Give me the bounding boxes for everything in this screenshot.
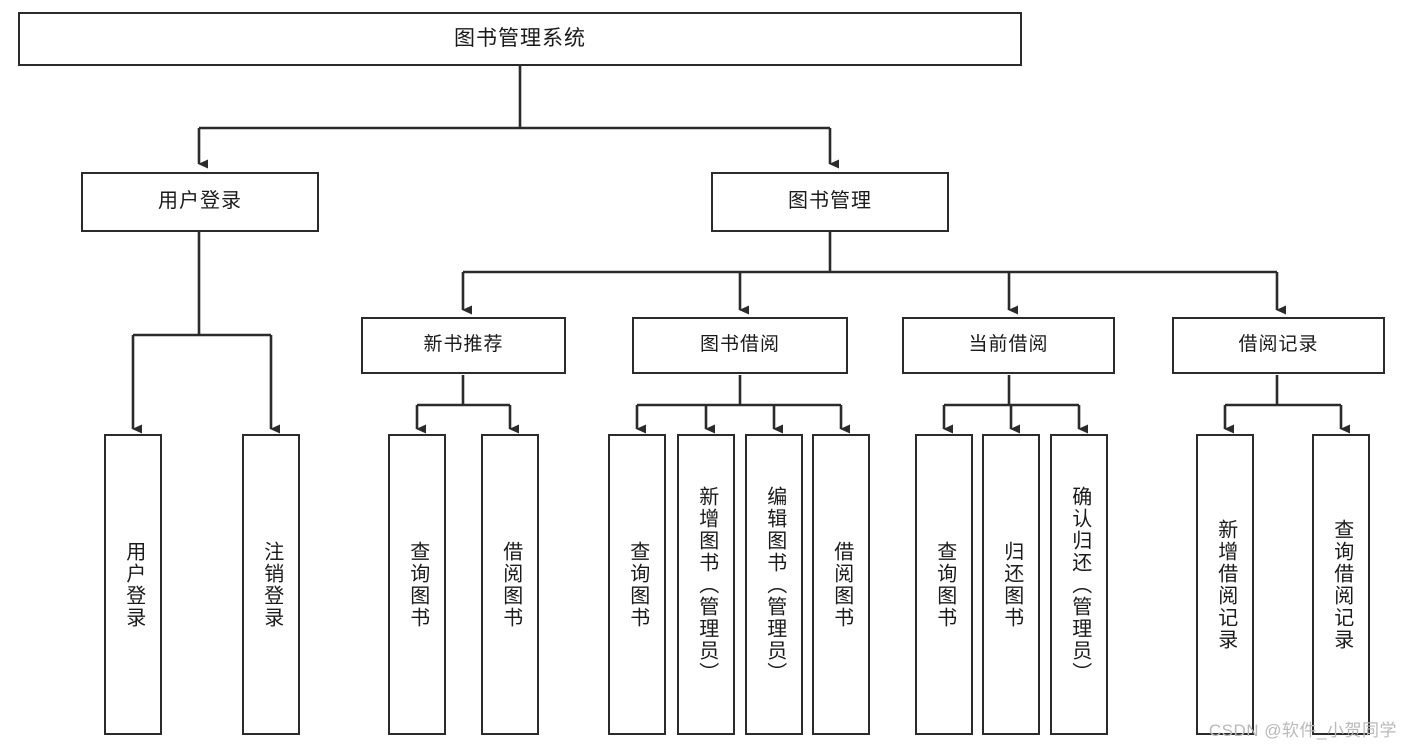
leaf-user-login-login[interactable]: 用户登录 [104, 434, 162, 735]
node-new-book-recommend-label: 新书推荐 [423, 334, 504, 356]
node-root-label: 图书管理系统 [454, 26, 586, 50]
leaf-record-add-record[interactable]: 新增借阅记录 [1196, 434, 1254, 735]
node-borrow-record[interactable]: 借阅记录 [1172, 317, 1385, 374]
leaf-user-login-logout-label: 注销登录 [260, 540, 283, 629]
leaf-current-confirm-return-label: 确认归还（管理员） [1068, 485, 1091, 684]
leaf-record-add-record-label: 新增借阅记录 [1214, 518, 1237, 651]
watermark-text: CSDN @软件_小贺同学 [1208, 721, 1397, 740]
leaf-current-confirm-return[interactable]: 确认归还（管理员） [1050, 434, 1108, 735]
leaf-borrow-query-book-label: 查询图书 [626, 540, 649, 629]
leaf-current-query-book[interactable]: 查询图书 [915, 434, 973, 735]
node-root[interactable]: 图书管理系统 [18, 12, 1022, 66]
leaf-recommend-query-book-label: 查询图书 [406, 540, 429, 629]
leaf-current-query-book-label: 查询图书 [933, 540, 956, 629]
leaf-current-return-book[interactable]: 归还图书 [982, 434, 1040, 735]
leaf-borrow-edit-book-label: 编辑图书（管理员） [763, 485, 786, 684]
leaf-current-return-book-label: 归还图书 [1000, 540, 1023, 629]
leaf-borrow-borrow-book[interactable]: 借阅图书 [812, 434, 870, 735]
node-current-borrow[interactable]: 当前借阅 [902, 317, 1115, 374]
leaf-borrow-edit-book[interactable]: 编辑图书（管理员） [745, 434, 803, 735]
leaf-recommend-borrow-book[interactable]: 借阅图书 [481, 434, 539, 735]
node-book-borrow[interactable]: 图书借阅 [632, 317, 848, 374]
node-book-borrow-label: 图书借阅 [699, 334, 780, 356]
node-borrow-record-label: 借阅记录 [1238, 334, 1319, 356]
leaf-user-login-login-label: 用户登录 [122, 540, 145, 629]
leaf-borrow-add-book[interactable]: 新增图书（管理员） [677, 434, 735, 735]
leaf-user-login-logout[interactable]: 注销登录 [242, 434, 300, 735]
leaf-recommend-borrow-book-label: 借阅图书 [499, 540, 522, 629]
leaf-record-query-record-label: 查询借阅记录 [1330, 518, 1353, 651]
node-user-login-label: 用户登录 [158, 190, 242, 213]
leaf-borrow-add-book-label: 新增图书（管理员） [695, 485, 718, 684]
leaf-borrow-query-book[interactable]: 查询图书 [608, 434, 666, 735]
node-user-login[interactable]: 用户登录 [81, 172, 319, 232]
leaf-borrow-borrow-book-label: 借阅图书 [830, 540, 853, 629]
leaf-record-query-record[interactable]: 查询借阅记录 [1312, 434, 1370, 735]
node-new-book-recommend[interactable]: 新书推荐 [361, 317, 566, 374]
node-book-management-label: 图书管理 [788, 190, 872, 213]
node-current-borrow-label: 当前借阅 [968, 334, 1049, 356]
leaf-recommend-query-book[interactable]: 查询图书 [388, 434, 446, 735]
node-book-management[interactable]: 图书管理 [711, 172, 949, 232]
